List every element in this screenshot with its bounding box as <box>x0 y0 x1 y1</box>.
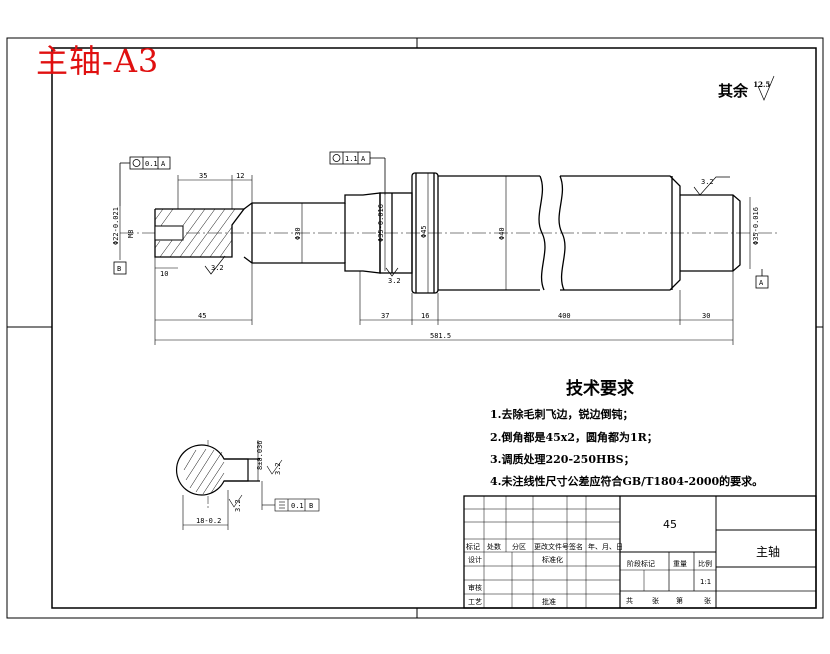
svg-text:35: 35 <box>199 172 207 180</box>
svg-text:阶段标记: 阶段标记 <box>627 559 655 568</box>
svg-text:分区: 分区 <box>512 542 526 551</box>
svg-text:1.1: 1.1 <box>345 155 358 163</box>
svg-text:签名: 签名 <box>569 542 583 551</box>
outer-frame <box>6 37 824 619</box>
section-labels: 18-0.2 8±0.036 0.1 B 3.2 3.2 <box>196 440 313 525</box>
svg-text:A: A <box>161 160 166 168</box>
svg-text:Φ22-0.021: Φ22-0.021 <box>112 207 120 245</box>
center-bore <box>154 225 184 241</box>
svg-text:37: 37 <box>381 312 389 320</box>
svg-text:3.2: 3.2 <box>274 462 282 475</box>
svg-text:标准化: 标准化 <box>542 555 563 564</box>
svg-text:12: 12 <box>236 172 244 180</box>
svg-text:1:1: 1:1 <box>700 578 711 586</box>
length-dims <box>154 175 734 345</box>
title-block-labels: 标记 处数 分区 更改文件号 签名 年、月、日 设计 标准化 审核 工艺 批准 … <box>466 542 712 606</box>
tech-requirement-4: 4.未注线性尺寸公差应符合GB/T1804-2000的要求。 <box>490 475 764 488</box>
sheet-title: 主轴-A3 <box>36 42 160 80</box>
svg-text:工艺: 工艺 <box>468 598 482 606</box>
svg-text:共: 共 <box>626 596 633 605</box>
diameter-dims <box>119 173 751 293</box>
length-labels: 35 12 10 45 37 16 400 30 581.5 <box>160 172 710 340</box>
svg-text:Φ35-0.016: Φ35-0.016 <box>377 204 385 242</box>
svg-text:3.2: 3.2 <box>234 499 242 512</box>
tech-requirement-3: 3.调质处理220-250HBS； <box>490 453 635 466</box>
roughness-note: 其余 12.5 <box>718 80 770 101</box>
svg-text:16: 16 <box>421 312 429 320</box>
svg-text:10: 10 <box>160 270 168 278</box>
tech-requirement-2: 2.倒角都是45x2，圆角都为1R； <box>490 431 658 444</box>
svg-text:张: 张 <box>652 596 659 605</box>
svg-text:标记: 标记 <box>466 542 480 551</box>
svg-text:B: B <box>309 502 313 510</box>
part-name: 主轴 <box>756 544 780 559</box>
svg-text:3.2: 3.2 <box>388 277 401 285</box>
svg-text:400: 400 <box>558 312 571 320</box>
svg-text:0.1: 0.1 <box>145 160 158 168</box>
section-hatch <box>183 448 225 495</box>
tolerance-labels: 0.1 A 1.1 A B A <box>117 155 764 287</box>
svg-text:重量: 重量 <box>673 560 687 568</box>
svg-text:8±0.036: 8±0.036 <box>256 440 264 470</box>
svg-text:45: 45 <box>198 312 206 320</box>
tech-requirements-heading: 技术要求 <box>566 379 634 399</box>
svg-text:30: 30 <box>702 312 710 320</box>
svg-text:张: 张 <box>704 596 711 605</box>
shaft-view <box>120 172 780 294</box>
svg-text:0.1: 0.1 <box>291 502 304 510</box>
svg-text:581.5: 581.5 <box>430 332 451 340</box>
title-block <box>463 495 817 609</box>
svg-text:B: B <box>117 265 121 273</box>
tolerance-frames <box>113 151 769 289</box>
section-dims <box>182 440 320 530</box>
svg-text:Φ45: Φ45 <box>420 225 428 238</box>
svg-text:A: A <box>361 155 366 163</box>
svg-text:处数: 处数 <box>487 542 501 551</box>
roughness-value: 12.5 <box>753 80 771 89</box>
inner-frame <box>51 47 817 609</box>
svg-text:设计: 设计 <box>468 555 482 564</box>
section-view <box>176 440 260 510</box>
finish-labels: 3.2 3.2 3.2 <box>211 178 714 285</box>
svg-text:M8: M8 <box>127 230 135 238</box>
svg-text:审核: 审核 <box>468 583 482 592</box>
svg-text:第: 第 <box>676 596 683 605</box>
svg-text:3.2: 3.2 <box>701 178 714 186</box>
svg-text:Φ35-0.016: Φ35-0.016 <box>752 207 760 245</box>
svg-text:Φ40: Φ40 <box>498 227 506 240</box>
svg-text:3.2: 3.2 <box>211 264 224 272</box>
tech-requirement-1: 1.去除毛刺飞边，锐边倒钝； <box>490 408 634 421</box>
diameter-labels: Φ30 Φ35-0.016 Φ45 Φ40 Φ35-0.016 Φ22-0.02… <box>112 204 760 245</box>
roughness-label: 其余 <box>718 82 749 100</box>
svg-text:批准: 批准 <box>542 597 556 606</box>
material-label: 45 <box>663 518 677 531</box>
svg-text:更改文件号: 更改文件号 <box>534 542 569 551</box>
svg-text:Φ30: Φ30 <box>294 227 302 240</box>
svg-text:年、月、日: 年、月、日 <box>588 542 623 551</box>
svg-text:A: A <box>759 279 764 287</box>
svg-text:18-0.2: 18-0.2 <box>196 517 221 525</box>
surface-finish-marks <box>204 75 775 277</box>
svg-text:比例: 比例 <box>698 559 712 568</box>
